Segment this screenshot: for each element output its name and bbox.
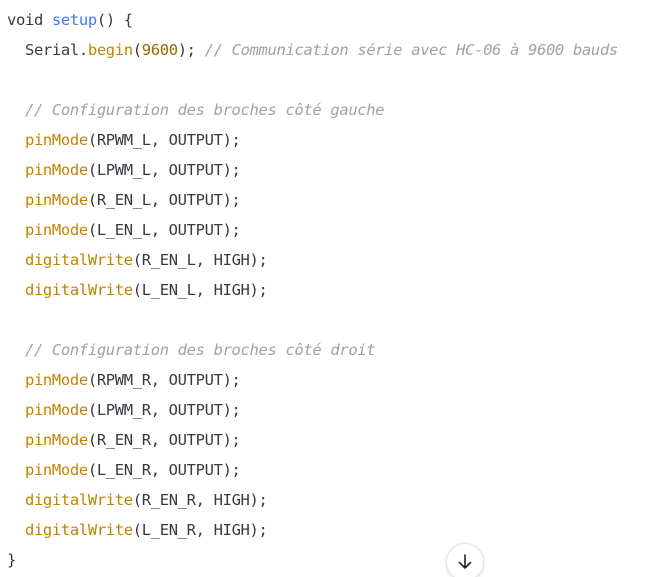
- code-text: (R_EN_R, HIGH);: [132, 491, 268, 509]
- code-line: pinMode(LPWM_R, OUTPUT);: [7, 395, 618, 425]
- code-comment: // Configuration des broches côté gauche: [24, 101, 385, 119]
- scroll-to-bottom-button[interactable]: [446, 543, 484, 577]
- function-call: begin: [87, 41, 133, 59]
- code-text: Serial.: [24, 41, 88, 59]
- code-line: pinMode(R_EN_R, OUTPUT);: [7, 425, 618, 455]
- code-text: (L_EN_L, OUTPUT);: [87, 221, 241, 239]
- code-line: pinMode(R_EN_L, OUTPUT);: [7, 185, 618, 215]
- code-text: (: [132, 41, 142, 59]
- function-call: pinMode: [24, 221, 88, 239]
- code-text: (R_EN_L, HIGH);: [132, 251, 268, 269]
- code-block: void setup() { Serial.begin(9600); // Co…: [7, 5, 618, 575]
- function-call: pinMode: [24, 191, 88, 209]
- closing-brace: }: [7, 551, 16, 569]
- code-line: // Configuration des broches côté droit: [7, 335, 618, 365]
- code-line-blank: [7, 65, 618, 95]
- code-text: );: [177, 41, 196, 59]
- code-line: digitalWrite(L_EN_L, HIGH);: [7, 275, 618, 305]
- function-call: pinMode: [24, 401, 88, 419]
- code-text: (R_EN_L, OUTPUT);: [87, 191, 241, 209]
- code-text: (L_EN_L, HIGH);: [132, 281, 268, 299]
- code-text: () {: [96, 11, 133, 29]
- code-line: void setup() {: [7, 5, 618, 35]
- number-literal: 9600: [141, 41, 178, 59]
- code-line-blank: [7, 305, 618, 335]
- code-text: (LPWM_R, OUTPUT);: [87, 401, 241, 419]
- code-comment: // Communication série avec HC-06 à 9600…: [204, 41, 619, 59]
- code-line: digitalWrite(L_EN_R, HIGH);: [7, 515, 618, 545]
- code-line: digitalWrite(R_EN_R, HIGH);: [7, 485, 618, 515]
- code-line: pinMode(L_EN_R, OUTPUT);: [7, 455, 618, 485]
- code-text: (RPWM_L, OUTPUT);: [87, 131, 241, 149]
- function-call: digitalWrite: [24, 281, 133, 299]
- function-call: pinMode: [24, 461, 88, 479]
- code-line: digitalWrite(R_EN_L, HIGH);: [7, 245, 618, 275]
- function-call: pinMode: [24, 431, 88, 449]
- code-text: (RPWM_R, OUTPUT);: [87, 371, 241, 389]
- code-comment: // Configuration des broches côté droit: [24, 341, 376, 359]
- code-line: pinMode(RPWM_L, OUTPUT);: [7, 125, 618, 155]
- code-text: (L_EN_R, OUTPUT);: [87, 461, 241, 479]
- code-text: (L_EN_R, HIGH);: [132, 521, 268, 539]
- code-line: pinMode(LPWM_L, OUTPUT);: [7, 155, 618, 185]
- function-call: digitalWrite: [24, 521, 133, 539]
- code-text: (R_EN_R, OUTPUT);: [87, 431, 241, 449]
- function-call: digitalWrite: [24, 491, 133, 509]
- code-line: // Configuration des broches côté gauche: [7, 95, 618, 125]
- function-call: pinMode: [24, 131, 88, 149]
- code-line: Serial.begin(9600); // Communication sér…: [7, 35, 618, 65]
- code-text: (LPWM_L, OUTPUT);: [87, 161, 241, 179]
- code-line: pinMode(L_EN_L, OUTPUT);: [7, 215, 618, 245]
- code-line: pinMode(RPWM_R, OUTPUT);: [7, 365, 618, 395]
- function-call: pinMode: [24, 371, 88, 389]
- arrow-down-icon: [458, 554, 472, 569]
- code-line: }: [7, 545, 618, 575]
- function-call: pinMode: [24, 161, 88, 179]
- function-call: digitalWrite: [24, 251, 133, 269]
- keyword: void: [7, 11, 43, 29]
- function-name: setup: [51, 11, 97, 29]
